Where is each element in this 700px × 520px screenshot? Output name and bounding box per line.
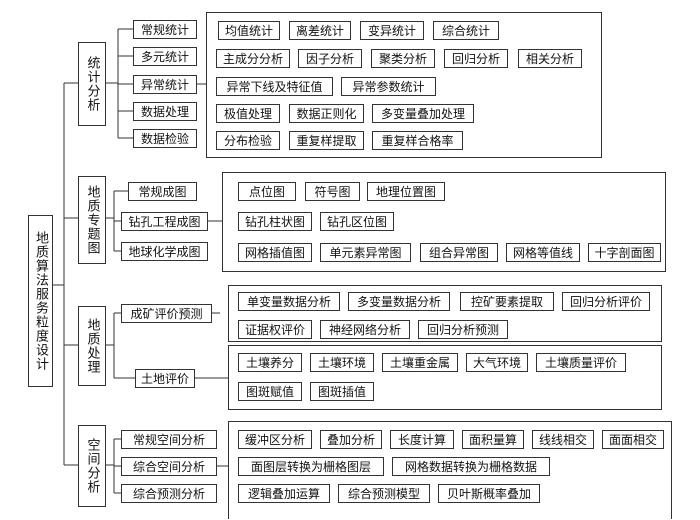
item: 地理位置图 — [367, 182, 445, 201]
item: 十字剖面图 — [588, 243, 661, 262]
item: 证据权评价 — [238, 320, 312, 339]
item: 多变量叠加处理 — [372, 104, 474, 123]
item: 土壤质量评价 — [536, 353, 626, 372]
sub-regular-spatial: 常规空间分析 — [121, 430, 217, 449]
sub-geochem-maps: 地球化学成图 — [121, 242, 208, 261]
item: 单变量数据分析 — [238, 292, 340, 311]
sub-multivariate-stats: 多元统计 — [133, 47, 197, 66]
item: 相关分析 — [518, 49, 582, 68]
item: 极值处理 — [216, 104, 280, 123]
item: 网格等值线 — [506, 243, 580, 262]
branch-statistics: 统计分析 — [78, 42, 106, 126]
item: 神经网络分析 — [320, 320, 410, 339]
item: 均值统计 — [218, 21, 280, 40]
item: 综合统计 — [433, 21, 499, 40]
item: 主成分分析 — [216, 49, 290, 68]
branch-label: 空间分析 — [84, 438, 100, 494]
item: 大气环境 — [466, 353, 528, 372]
item: 钻孔区位图 — [320, 212, 394, 231]
item: 单元素异常图 — [320, 243, 411, 262]
item: 重复样合格率 — [372, 131, 463, 150]
sub-borehole-maps: 钻孔工程成图 — [121, 212, 208, 231]
item: 变异统计 — [360, 21, 424, 40]
sub-integrated-spatial: 综合空间分析 — [121, 457, 217, 476]
item: 回归分析 — [444, 49, 508, 68]
item: 长度计算 — [390, 430, 454, 449]
sub-anomaly-stats: 异常统计 — [133, 75, 197, 94]
item: 网格插值图 — [238, 243, 312, 262]
item: 面面相交 — [602, 430, 664, 449]
item: 回归分析预测 — [418, 320, 508, 339]
root-label: 地质算法服务粒度设计 — [33, 231, 48, 371]
item: 面图层转换为栅格图层 — [238, 457, 384, 476]
sub-data-processing: 数据处理 — [133, 102, 197, 121]
item: 综合预测模型 — [338, 484, 430, 503]
item: 图斑赋值 — [238, 382, 302, 401]
branch-spatial-analysis: 空间分析 — [78, 425, 106, 507]
item: 异常参数统计 — [341, 77, 436, 96]
item: 逻辑叠加运算 — [238, 484, 330, 503]
branch-label: 地质专题图 — [84, 185, 100, 255]
item: 因子分析 — [298, 49, 362, 68]
sub-data-check: 数据检验 — [133, 129, 197, 148]
item: 面积量算 — [462, 430, 524, 449]
item: 数据正则化 — [289, 104, 364, 123]
sub-land-evaluation: 土地评价 — [135, 369, 195, 388]
item: 线线相交 — [532, 430, 594, 449]
item: 缓冲区分析 — [238, 430, 312, 449]
item: 网格数据转换为栅格数据 — [392, 457, 550, 476]
item: 重复样提取 — [289, 131, 364, 150]
item: 叠加分析 — [320, 430, 382, 449]
sub-regular-stats: 常规统计 — [133, 20, 197, 39]
branch-label: 统计分析 — [84, 56, 100, 112]
item: 贝叶斯概率叠加 — [438, 484, 540, 503]
item: 钻孔柱状图 — [238, 212, 312, 231]
item: 多变量数据分析 — [348, 292, 450, 311]
item: 回归分析评价 — [562, 292, 650, 311]
branch-geology-processing: 地质处理 — [78, 306, 106, 386]
item: 聚类分析 — [371, 49, 435, 68]
item: 符号图 — [305, 182, 360, 201]
sub-mineral-prediction: 成矿评价预测 — [121, 304, 212, 323]
item: 离差统计 — [289, 21, 351, 40]
branch-geology-maps: 地质专题图 — [78, 176, 106, 264]
sub-regular-maps: 常规成图 — [128, 182, 197, 201]
item: 组合异常图 — [420, 243, 498, 262]
item: 分布检验 — [216, 131, 280, 150]
root-node: 地质算法服务粒度设计 — [28, 215, 53, 387]
item: 点位图 — [238, 182, 296, 201]
item: 土壤养分 — [238, 353, 302, 372]
branch-label: 地质处理 — [84, 318, 100, 374]
item: 异常下线及特征值 — [216, 77, 333, 96]
item: 土壤重金属 — [382, 353, 458, 372]
item: 土壤环境 — [310, 353, 374, 372]
item: 控矿要素提取 — [460, 292, 554, 311]
sub-integrated-prediction: 综合预测分析 — [121, 484, 217, 503]
item: 图斑插值 — [310, 382, 374, 401]
